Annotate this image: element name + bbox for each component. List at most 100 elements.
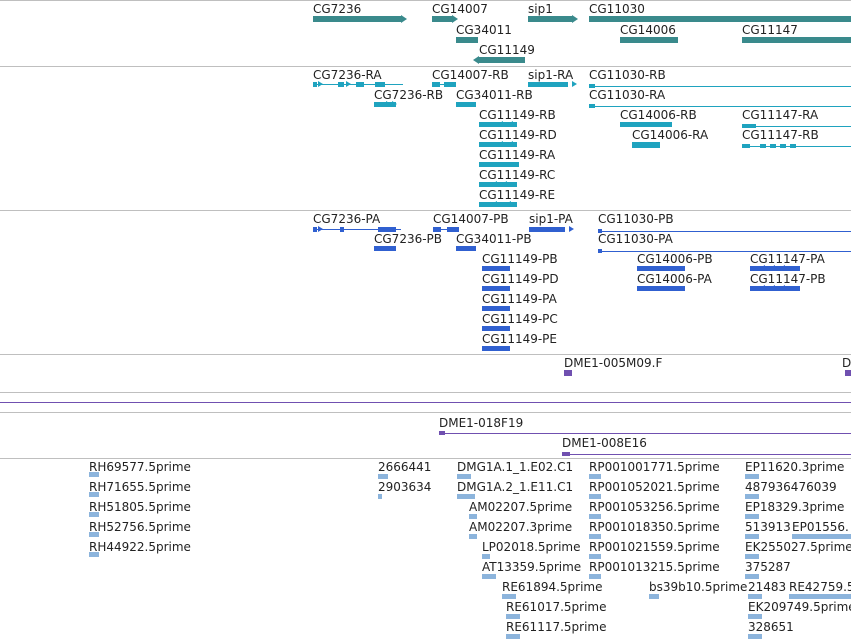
exon-block[interactable] bbox=[529, 227, 565, 232]
exon-block[interactable] bbox=[564, 370, 572, 376]
exon-block[interactable] bbox=[589, 514, 601, 519]
exon-block[interactable] bbox=[745, 554, 759, 559]
exon-block[interactable] bbox=[598, 249, 602, 253]
exon-block[interactable] bbox=[89, 512, 99, 517]
exon-block[interactable] bbox=[447, 227, 459, 232]
exon-block[interactable] bbox=[479, 57, 525, 63]
feature-label: sip1 bbox=[528, 2, 553, 16]
exon-block[interactable] bbox=[780, 144, 786, 148]
exon-block[interactable] bbox=[89, 472, 99, 477]
exon-block[interactable] bbox=[742, 124, 756, 128]
exon-block[interactable] bbox=[338, 82, 344, 87]
exon-block[interactable] bbox=[89, 552, 99, 557]
feature-label: 487936476039 bbox=[745, 480, 837, 494]
exon-block[interactable] bbox=[457, 474, 471, 479]
exon-block[interactable] bbox=[637, 286, 685, 291]
exon-block[interactable] bbox=[745, 514, 759, 519]
exon-block[interactable] bbox=[469, 514, 477, 519]
exon-block[interactable] bbox=[748, 614, 762, 619]
exon-block[interactable] bbox=[506, 614, 520, 619]
feature-label: RH71655.5prime bbox=[89, 480, 191, 494]
exon-block[interactable] bbox=[479, 182, 517, 187]
exon-block[interactable] bbox=[439, 431, 445, 435]
exon-block[interactable] bbox=[374, 102, 396, 107]
exon-block[interactable] bbox=[482, 574, 496, 579]
exon-block[interactable] bbox=[469, 534, 477, 539]
exon-block[interactable] bbox=[482, 266, 510, 271]
exon-block[interactable] bbox=[482, 286, 510, 291]
exon-block[interactable] bbox=[760, 144, 766, 148]
exon-block[interactable] bbox=[456, 102, 476, 107]
exon-block[interactable] bbox=[374, 246, 396, 251]
exon-block[interactable] bbox=[748, 594, 762, 599]
exon-block[interactable] bbox=[482, 326, 510, 331]
exon-block[interactable] bbox=[482, 554, 490, 559]
exon-block[interactable] bbox=[770, 144, 776, 148]
exon-block[interactable] bbox=[89, 532, 99, 537]
exon-block[interactable] bbox=[433, 227, 441, 232]
exon-block[interactable] bbox=[598, 229, 602, 233]
exon-block[interactable] bbox=[482, 346, 510, 351]
strand-left-icon bbox=[492, 201, 497, 207]
exon-block[interactable] bbox=[589, 534, 601, 539]
feature-label: CG11149-PD bbox=[482, 272, 559, 286]
exon-block[interactable] bbox=[528, 16, 572, 22]
exon-block[interactable] bbox=[637, 266, 685, 271]
exon-block[interactable] bbox=[457, 494, 475, 499]
exon-block[interactable] bbox=[432, 16, 452, 22]
exon-block[interactable] bbox=[313, 227, 317, 232]
exon-block[interactable] bbox=[562, 452, 570, 456]
feature-label: 513913 bbox=[745, 520, 791, 534]
exon-block[interactable] bbox=[378, 227, 396, 232]
exon-block[interactable] bbox=[456, 37, 478, 43]
exon-block[interactable] bbox=[649, 594, 659, 599]
exon-block[interactable] bbox=[378, 494, 382, 499]
exon-block[interactable] bbox=[742, 144, 750, 148]
strand-left-icon bbox=[770, 265, 775, 271]
exon-block[interactable] bbox=[506, 634, 520, 639]
exon-block[interactable] bbox=[356, 82, 364, 87]
feature-label: 328651 bbox=[748, 620, 794, 634]
exon-block[interactable] bbox=[742, 37, 851, 43]
feature-label: CG14007-PB bbox=[433, 212, 509, 226]
exon-block[interactable] bbox=[482, 306, 510, 311]
strand-right-icon bbox=[386, 101, 391, 107]
feature-label: RE61117.5prime bbox=[506, 620, 607, 634]
exon-block[interactable] bbox=[528, 82, 568, 87]
exon-block[interactable] bbox=[89, 492, 99, 497]
exon-block[interactable] bbox=[845, 370, 851, 376]
exon-block[interactable] bbox=[456, 246, 476, 251]
exon-block[interactable] bbox=[589, 474, 601, 479]
exon-block[interactable] bbox=[789, 594, 851, 599]
exon-block[interactable] bbox=[750, 286, 800, 291]
exon-block[interactable] bbox=[313, 82, 317, 87]
exon-block[interactable] bbox=[745, 494, 759, 499]
exon-block[interactable] bbox=[745, 474, 759, 479]
exon-block[interactable] bbox=[589, 554, 601, 559]
exon-block[interactable] bbox=[589, 84, 595, 88]
exon-block[interactable] bbox=[792, 534, 851, 539]
exon-block[interactable] bbox=[378, 474, 388, 479]
feature-label: CG11030 bbox=[589, 2, 645, 16]
exon-block[interactable] bbox=[745, 574, 759, 579]
feature-label: RE61017.5prime bbox=[506, 600, 607, 614]
exon-block[interactable] bbox=[589, 574, 601, 579]
exon-block[interactable] bbox=[340, 227, 344, 232]
exon-block[interactable] bbox=[375, 82, 385, 87]
exon-block[interactable] bbox=[620, 122, 672, 127]
exon-block[interactable] bbox=[432, 82, 440, 87]
exon-block[interactable] bbox=[444, 82, 456, 87]
exon-block[interactable] bbox=[589, 104, 595, 108]
exon-block[interactable] bbox=[313, 16, 401, 22]
exon-block[interactable] bbox=[632, 142, 660, 148]
exon-block[interactable] bbox=[790, 144, 796, 148]
exon-block[interactable] bbox=[589, 494, 601, 499]
exon-block[interactable] bbox=[620, 37, 678, 43]
exon-block[interactable] bbox=[748, 634, 762, 639]
exon-block[interactable] bbox=[745, 534, 759, 539]
exon-block[interactable] bbox=[750, 266, 800, 271]
exon-block[interactable] bbox=[479, 162, 519, 167]
exon-block[interactable] bbox=[479, 202, 517, 207]
exon-block[interactable] bbox=[502, 594, 516, 599]
exon-block[interactable] bbox=[589, 16, 851, 22]
